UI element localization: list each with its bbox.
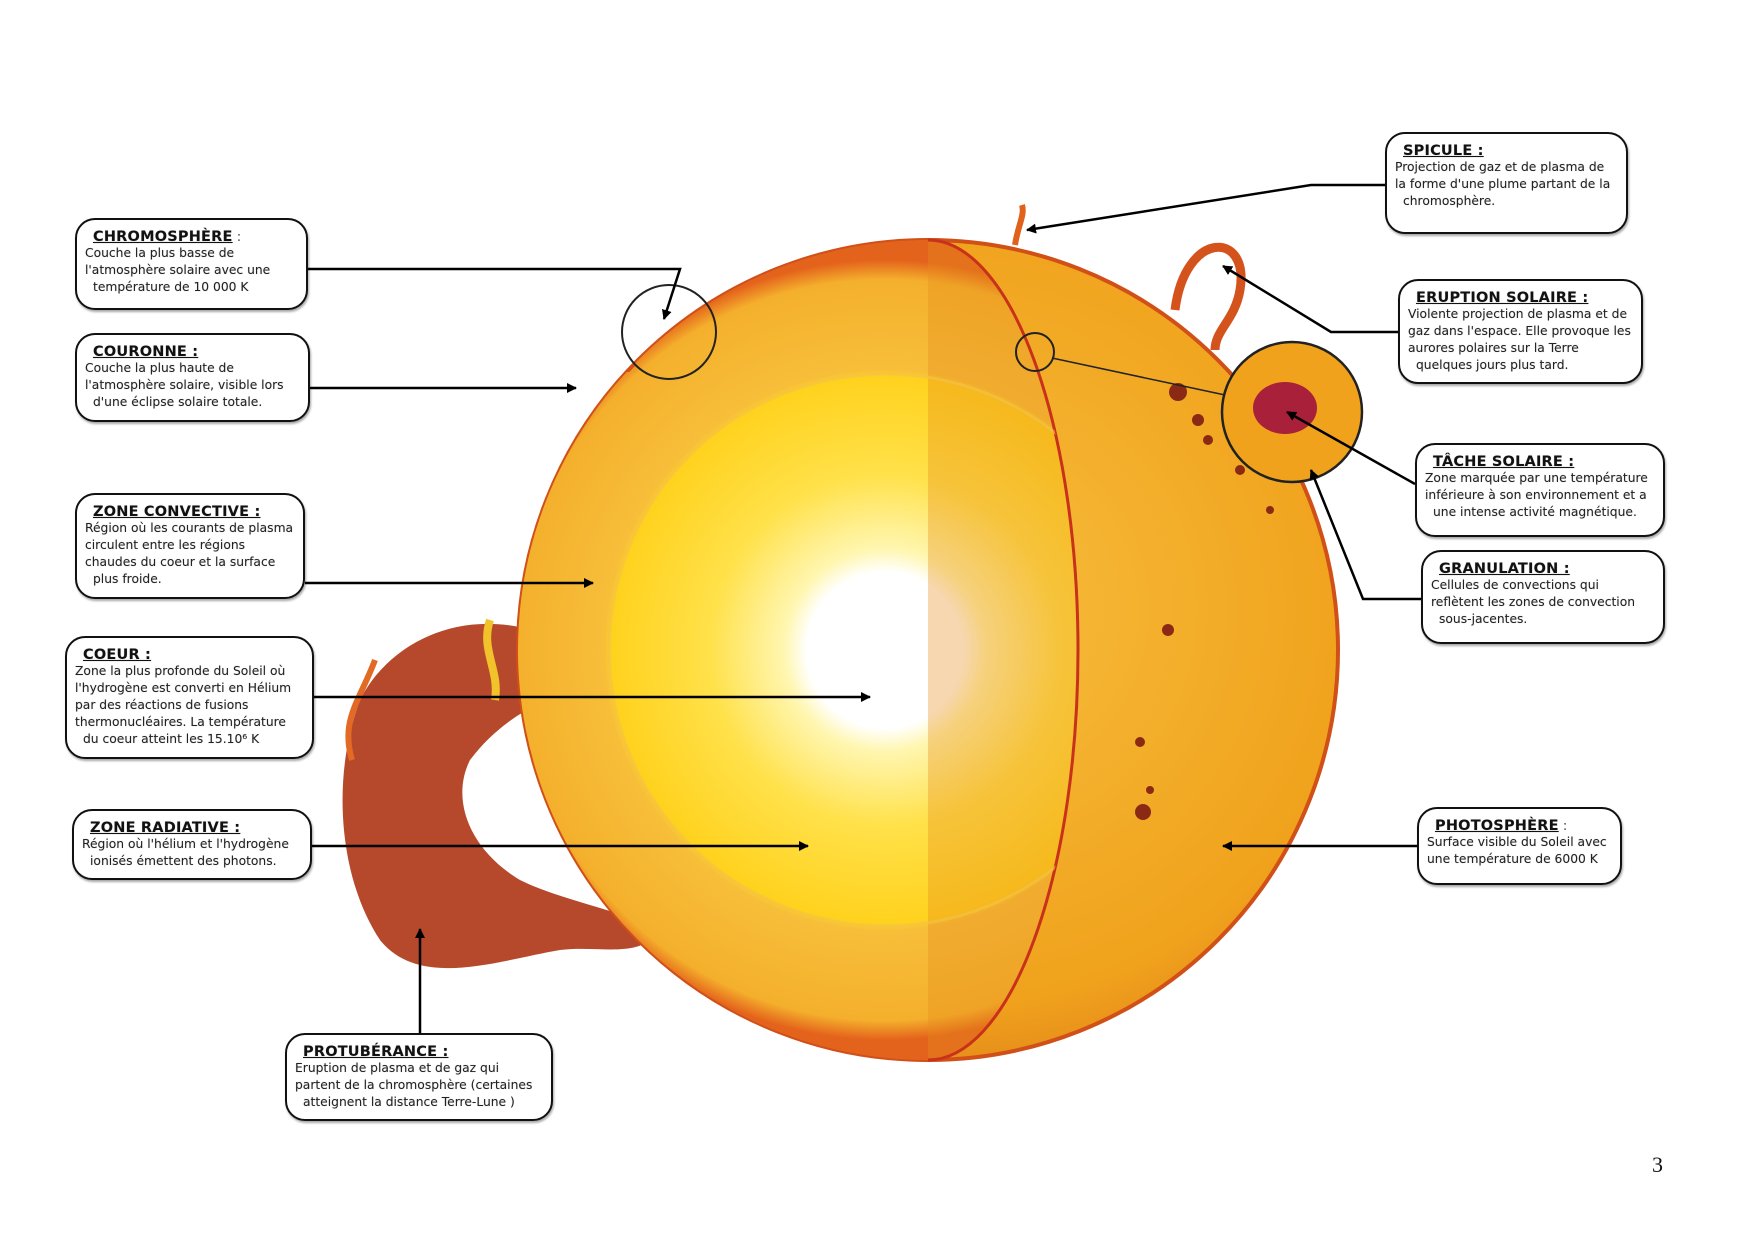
label-title: PROTUBÉRANCE :: [303, 1044, 449, 1060]
label-line: Surface visible du Soleil avec: [1427, 835, 1607, 849]
label-line: Couche la plus haute de: [85, 361, 234, 375]
label-suffix: :: [1558, 819, 1568, 834]
label-line: atteignent la distance Terre-Lune ): [303, 1095, 515, 1109]
label-line: Région où l'hélium et l'hydrogène: [82, 837, 289, 851]
page-number: 3: [1652, 1152, 1663, 1177]
label-line: gaz dans l'espace. Elle provoque les: [1408, 324, 1631, 338]
label-line: une intense activité magnétique.: [1433, 505, 1637, 519]
label-title: ZONE CONVECTIVE :: [93, 504, 261, 520]
cross-section-edge: [927, 238, 1080, 1062]
label-line: l'atmosphère solaire, visible lors: [85, 378, 284, 392]
prominence-shape: [342, 623, 660, 969]
label-spicule: SPICULE : Projection de gaz et de plasma…: [1385, 132, 1628, 234]
label-line: Eruption de plasma et de gaz qui: [295, 1061, 500, 1075]
label-zone-convective: ZONE CONVECTIVE : Région où les courants…: [75, 493, 305, 599]
label-line: chromosphère.: [1403, 194, 1496, 208]
label-suffix: :: [232, 230, 242, 245]
convection-boundary: [607, 372, 1078, 928]
label-line: Violente projection de plasma et de: [1408, 307, 1628, 321]
label-line: ionisés émettent des photons.: [90, 854, 277, 868]
label-line: Zone la plus profonde du Soleil où: [75, 664, 286, 678]
label-zone-radiative: ZONE RADIATIVE : Région où l'hélium et l…: [72, 809, 312, 880]
leader-lines: [305, 183, 1421, 1033]
spicule-shape: [1012, 204, 1026, 246]
sunspots: [1135, 383, 1274, 820]
label-line: Région où les courants de plasma: [85, 521, 294, 535]
label-line: Projection de gaz et de plasma de: [1395, 160, 1605, 174]
label-line: l'atmosphère solaire avec une: [85, 263, 271, 277]
label-line: par des réactions de fusions: [75, 698, 249, 712]
label-eruption-solaire: ERUPTION SOLAIRE : Violente projection d…: [1398, 279, 1643, 384]
label-title: CHROMOSPHÈRE: [93, 229, 233, 245]
label-title: SPICULE :: [1403, 143, 1484, 159]
label-line: température de 10 000 K: [93, 280, 249, 294]
label-line: Cellules de convections qui: [1431, 578, 1599, 592]
label-line: inférieure à son environnement et a: [1425, 488, 1647, 502]
label-coeur: COEUR : Zone la plus profonde du Soleil …: [65, 636, 314, 759]
label-line: Zone marquée par une température: [1425, 471, 1648, 485]
label-granulation: GRANULATION : Cellules de convections qu…: [1421, 550, 1665, 644]
sunspot-small-circle: [1015, 332, 1055, 372]
label-line: une température de 6000 K: [1427, 852, 1598, 866]
label-line: aurores polaires sur la Terre: [1408, 341, 1579, 355]
label-title: PHOTOSPHÈRE: [1435, 818, 1559, 834]
label-title: GRANULATION :: [1439, 561, 1570, 577]
label-line: reflètent les zones de convection: [1431, 595, 1636, 609]
label-line: chaudes du coeur et la surface: [85, 555, 276, 569]
label-line: la forme d'une plume partant de la: [1395, 177, 1611, 191]
chromosphere-magnifier: [621, 284, 717, 380]
label-tache-solaire: TÂCHE SOLAIRE : Zone marquée par une tem…: [1415, 443, 1665, 537]
label-line: du coeur atteint les 15.10⁶ K: [83, 732, 260, 746]
label-title: TÂCHE SOLAIRE :: [1433, 454, 1575, 470]
label-line: circulent entre les régions: [85, 538, 246, 552]
label-chromosphere: CHROMOSPHÈRE : Couche la plus basse de l…: [75, 218, 308, 310]
label-title: COURONNE :: [93, 344, 199, 360]
label-line: partent de la chromosphère (certaines: [295, 1078, 533, 1092]
label-protuberance: PROTUBÉRANCE : Eruption de plasma et de …: [285, 1033, 553, 1121]
label-line: quelques jours plus tard.: [1416, 358, 1569, 372]
label-title: ZONE RADIATIVE :: [90, 820, 241, 836]
label-title: ERUPTION SOLAIRE :: [1416, 290, 1589, 306]
label-line: l'hydrogène est converti en Hélium: [75, 681, 292, 695]
label-line: d'une éclipse solaire totale.: [93, 395, 263, 409]
label-line: Couche la plus basse de: [85, 246, 235, 260]
eruption-loop: [1170, 242, 1246, 351]
label-title: COEUR :: [83, 647, 152, 663]
label-couronne: COURONNE : Couche la plus haute de l'atm…: [75, 333, 310, 422]
label-line: thermonucléaires. La température: [75, 715, 286, 729]
label-line: sous-jacentes.: [1439, 612, 1528, 626]
label-line: plus froide.: [93, 572, 162, 586]
label-photosphere: PHOTOSPHÈRE : Surface visible du Soleil …: [1417, 807, 1622, 885]
